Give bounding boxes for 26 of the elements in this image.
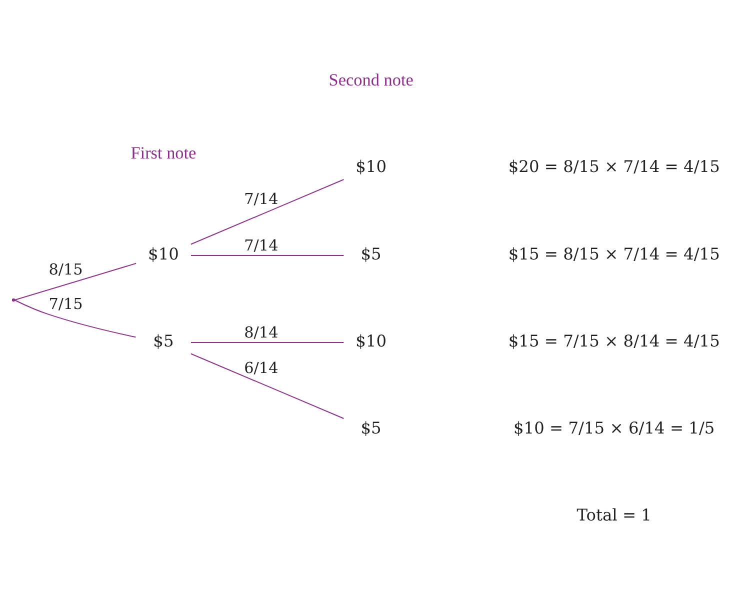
label: $20 = 8/15 × 7/14 = 4/15: [508, 156, 720, 176]
connector: [190, 342, 344, 343]
connector: [190, 254, 344, 256]
label: Total = 1: [576, 505, 652, 524]
node-text: $5: [153, 330, 174, 350]
node-text: $5: [360, 244, 382, 263]
connector: [14, 299, 136, 338]
label: Second note: [328, 70, 414, 89]
node-point: [12, 298, 16, 302]
connector: [14, 262, 136, 300]
label: $15 = 7/15 × 8/14 = 4/15: [508, 330, 720, 350]
edge-label: 8/14: [244, 322, 278, 341]
connector: [190, 178, 344, 244]
edge-label: 6/14: [244, 358, 278, 376]
connector: [190, 352, 344, 418]
node-text: $5: [360, 418, 382, 437]
node-text: $10: [356, 156, 387, 176]
node-text: $10: [356, 330, 387, 350]
edge-label: 7/15: [48, 294, 83, 313]
label: First note: [130, 142, 196, 162]
edge-label: 7/14: [244, 236, 278, 254]
node-text: $10: [148, 244, 179, 263]
label: $10 = 7/15 × 6/14 = 1/5: [514, 418, 715, 437]
label: $15 = 8/15 × 7/14 = 4/15: [508, 244, 720, 263]
edge-label: 8/15: [48, 260, 83, 278]
edge-label: 7/14: [244, 189, 278, 208]
